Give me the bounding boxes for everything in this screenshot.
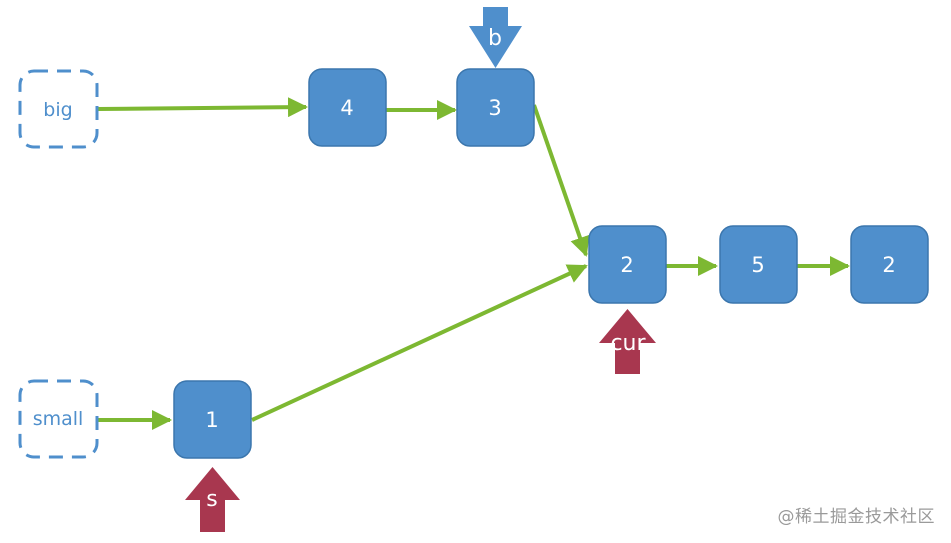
small-head: small [18,379,99,459]
node-4: 4 [308,68,387,147]
pointer-cur-label: cur [610,331,646,356]
pointer-s: s [185,467,240,532]
node-2-cur-value: 2 [620,253,633,277]
node-5-value: 5 [751,253,764,277]
node-1-value: 1 [205,408,218,432]
small-head-label: small [33,408,84,430]
pointer-s-label: s [206,487,217,512]
node-3-value: 3 [488,96,501,120]
node-2-tail-box [850,225,929,304]
node-5-box [719,225,798,304]
pointer-cur-arrow [599,309,656,374]
watermark: @稀土掘金技术社区 [777,507,935,527]
node-1: 1 [173,380,252,459]
edge-1-to-2 [251,264,588,422]
big-head-box [18,69,99,149]
pointer-b-arrow [469,7,522,68]
node-2-cur: 2 [588,225,667,304]
small-head-box [18,379,99,459]
node-2-tail-value: 2 [882,253,895,277]
node-3: 3 [456,68,535,147]
node-5: 5 [719,225,798,304]
pointer-b-label: b [488,26,502,51]
node-2-tail: 2 [850,225,929,304]
node-1-box [173,380,252,459]
node-4-box [308,68,387,147]
big-head: big [18,69,99,149]
big-head-label: big [43,99,72,121]
pointer-cur: cur [599,309,656,374]
edge-3-to-2 [532,104,590,257]
pointer-b: b [469,7,522,68]
edge-big-to-4 [97,97,308,118]
node-2-cur-box [588,225,667,304]
node-4-value: 4 [340,96,353,120]
node-3-box [456,68,535,147]
pointer-s-arrow [185,467,240,532]
